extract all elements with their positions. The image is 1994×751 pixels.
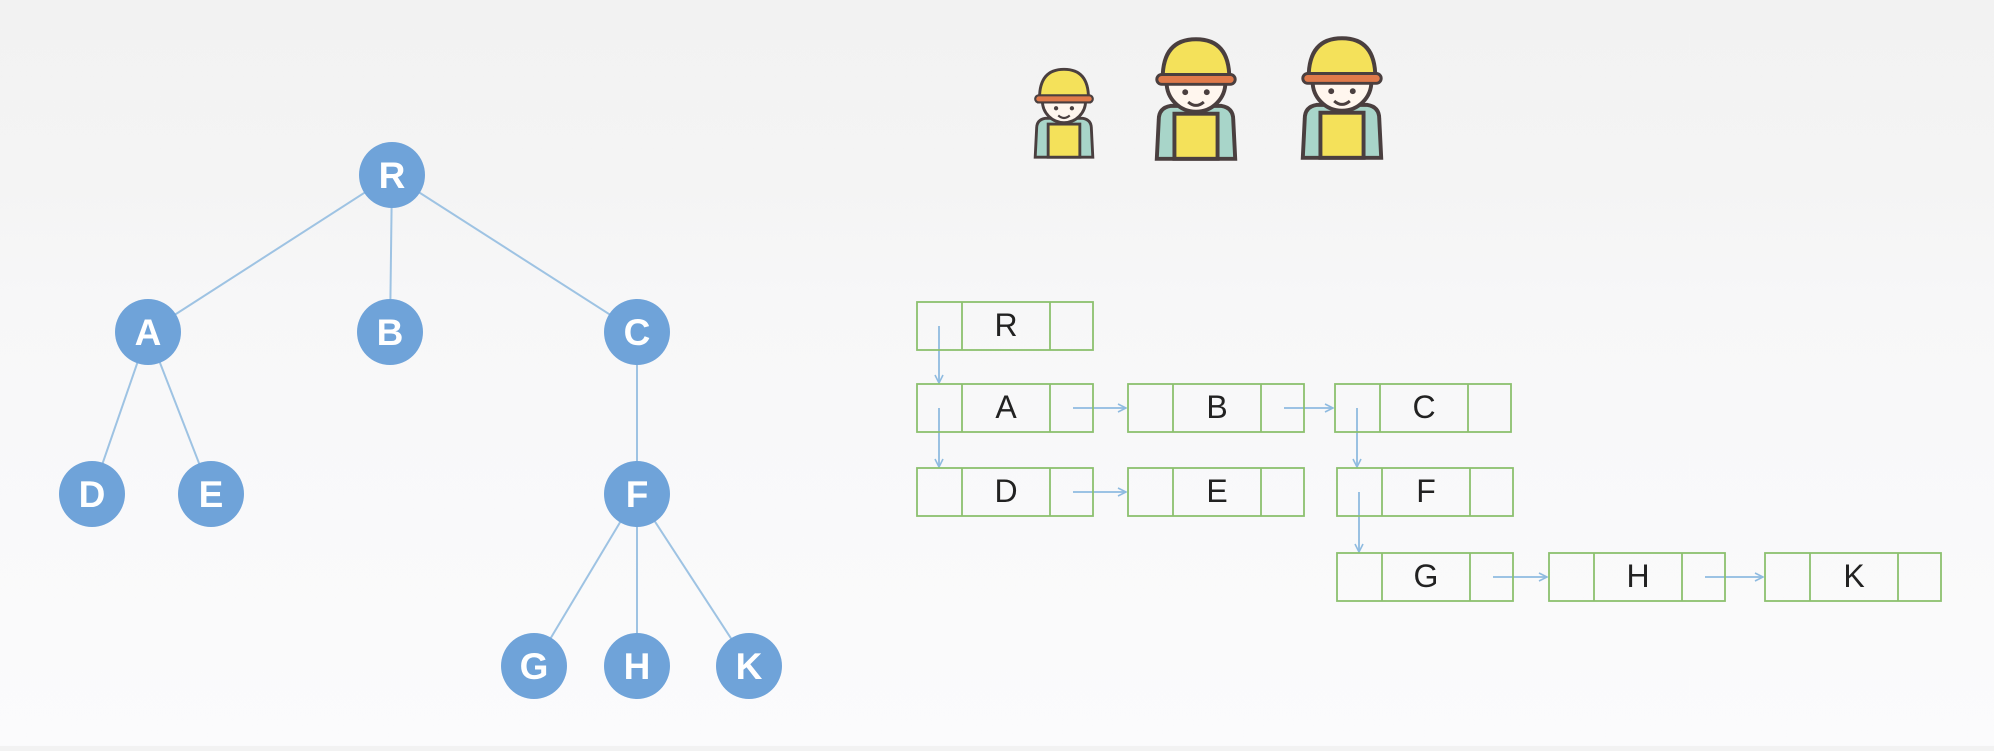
list-node-label: F	[1416, 473, 1436, 509]
tree-node-e: E	[178, 461, 244, 527]
tree-node-circle	[501, 633, 567, 699]
list-node-box	[1127, 467, 1305, 517]
tree-node-label: E	[199, 474, 224, 515]
tree-edge-r-a	[147, 174, 393, 333]
tree-node-circle	[59, 461, 125, 527]
tree-node-circle	[604, 633, 670, 699]
list-cells: R A B C D E F G H K	[916, 301, 1942, 602]
list-node-box	[1548, 552, 1726, 602]
list-node-label: A	[995, 389, 1017, 425]
tree-node-b: B	[357, 299, 423, 365]
kids-group	[1033, 36, 1384, 161]
tree-node-label: A	[135, 312, 162, 353]
list-node-label: B	[1206, 389, 1227, 425]
tree-node-circle	[178, 461, 244, 527]
list-node-label: R	[994, 307, 1017, 343]
list-node-box	[1334, 383, 1512, 433]
list-node-box	[916, 301, 1094, 351]
tree-node-circle	[357, 299, 423, 365]
tree-node-k: K	[716, 633, 782, 699]
list-node-f: F	[1336, 467, 1514, 517]
tree-node-label: B	[377, 312, 404, 353]
list-node-g: G	[1336, 552, 1514, 602]
tree-node-label: F	[626, 474, 649, 515]
tree-node-label: C	[624, 312, 651, 353]
tree-edge-f-g	[533, 493, 638, 667]
tree-node-circle	[716, 633, 782, 699]
list-node-box	[1336, 552, 1514, 602]
tree-node-g: G	[501, 633, 567, 699]
tree-node-label: G	[520, 646, 549, 687]
tree-node-label: R	[379, 155, 406, 196]
list-node-k: K	[1764, 552, 1942, 602]
tree-node-a: A	[115, 299, 181, 365]
list-node-box	[916, 383, 1094, 433]
list-node-label: G	[1414, 558, 1439, 594]
tree-node-circle	[604, 299, 670, 365]
list-node-c: C	[1334, 383, 1512, 433]
list-node-box	[1764, 552, 1942, 602]
list-node-label: C	[1412, 389, 1435, 425]
kid-small-icon	[1033, 67, 1095, 159]
tree-node-label: K	[736, 646, 763, 687]
list-node-label: D	[994, 473, 1017, 509]
tree-node-r: R	[359, 142, 425, 208]
tree-node-circle	[359, 142, 425, 208]
kid-large-icon	[1300, 36, 1384, 160]
list-node-r: R	[916, 301, 1094, 351]
tree-edge-f-k	[636, 493, 750, 667]
tree-node-c: C	[604, 299, 670, 365]
list-node-e: E	[1127, 467, 1305, 517]
list-node-label: K	[1843, 558, 1864, 594]
list-node-label: E	[1206, 473, 1227, 509]
list-node-box	[916, 467, 1094, 517]
list-node-h: H	[1548, 552, 1726, 602]
tree-edges	[91, 174, 750, 667]
tree-node-circle	[115, 299, 181, 365]
list-node-a: A	[916, 383, 1094, 433]
tree-node-label: H	[624, 646, 651, 687]
list-arrows	[939, 326, 1763, 577]
tree-node-d: D	[59, 461, 125, 527]
list-node-d: D	[916, 467, 1094, 517]
tree-nodes: R A B C D E F G H K	[59, 142, 782, 699]
list-node-label: H	[1626, 558, 1649, 594]
list-node-box	[1127, 383, 1305, 433]
list-node-box	[1336, 467, 1514, 517]
tree-node-f: F	[604, 461, 670, 527]
kid-medium-icon	[1154, 37, 1238, 161]
tree-node-label: D	[79, 474, 106, 515]
tree-edge-r-c	[391, 174, 638, 333]
tree-node-circle	[604, 461, 670, 527]
list-node-b: B	[1127, 383, 1305, 433]
tree-node-h: H	[604, 633, 670, 699]
